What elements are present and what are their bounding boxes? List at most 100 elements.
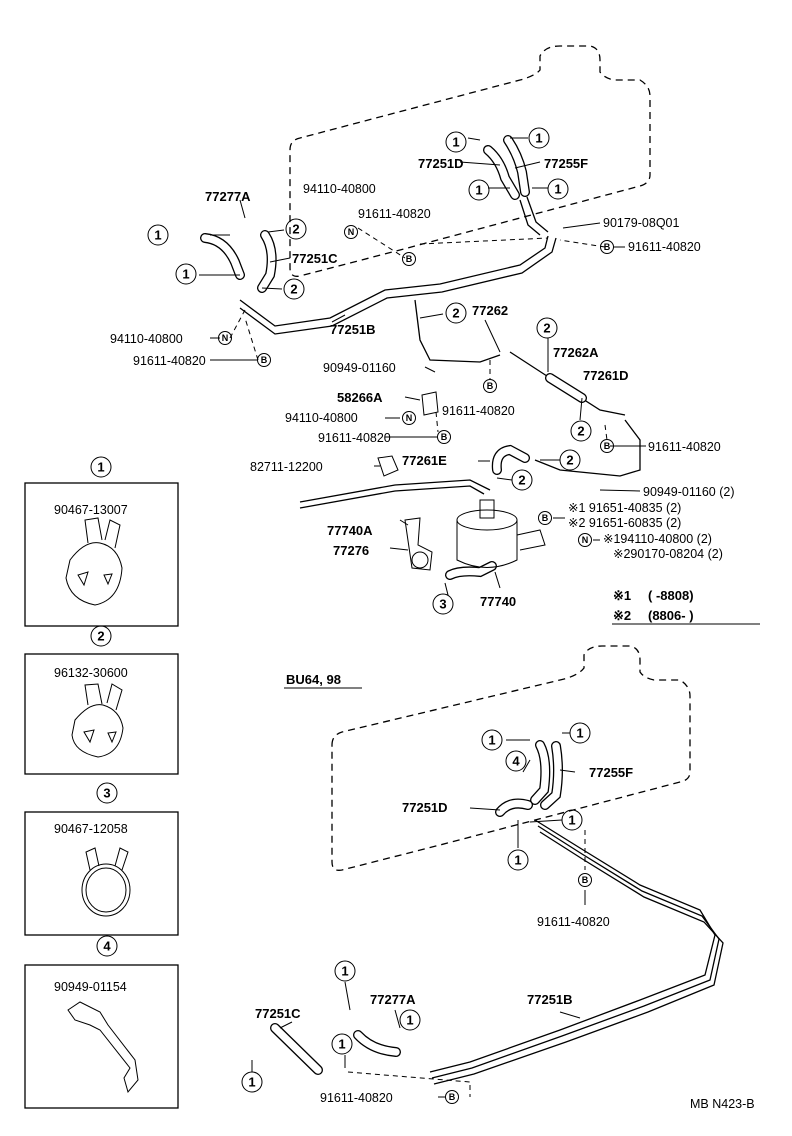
callout-legend-1: 1: [90, 456, 112, 478]
top-hoses: [200, 135, 587, 580]
svg-text:B: B: [604, 242, 611, 252]
label-77255F-bottom: 77255F: [589, 765, 633, 780]
callout-legend-2: 2: [90, 625, 112, 647]
callout-top-1f: 1: [547, 178, 569, 200]
svg-text:B: B: [441, 432, 448, 442]
footnote-1-range: ( -8808): [648, 588, 694, 603]
filter-bracket-77276: [404, 517, 433, 571]
svg-text:1: 1: [341, 964, 348, 979]
svg-text:4: 4: [103, 939, 111, 954]
svg-text:N: N: [348, 227, 355, 237]
callout-bottom-1a: 1: [481, 729, 503, 751]
callouts-letters: N B B N B B N B B B N B B: [218, 225, 614, 1104]
footnote-1-mark: ※1: [613, 588, 631, 603]
label-94110-40800-b: 94110-40800: [110, 332, 183, 346]
bracket-58266A: [421, 391, 439, 416]
callout-legend-4: 4: [96, 935, 118, 957]
diagram-code: MB N423-B: [690, 1097, 755, 1111]
legend-box-3: [24, 811, 179, 936]
svg-text:2: 2: [543, 321, 550, 336]
svg-text:2: 2: [518, 473, 525, 488]
label-77251D-top: 77251D: [418, 156, 464, 171]
legend-box-2: [24, 653, 179, 775]
label-91611-40820-bottom-b: 91611-40820: [320, 1091, 393, 1105]
label-91611-40820-bottom-a: 91611-40820: [537, 915, 610, 929]
label-94110-40800-d: ※194110-40800 (2): [603, 532, 712, 546]
callout-bottom-1d: 1: [507, 849, 529, 871]
callout-top-2b: 2: [283, 278, 305, 300]
label-77251C-top: 77251C: [292, 251, 338, 266]
svg-text:1: 1: [182, 267, 189, 282]
legend-labels: 90467-13007 96132-30600 90467-12058 9094…: [54, 503, 128, 994]
callout-top-2c: 2: [445, 302, 467, 324]
callout-B-f: B: [600, 439, 614, 453]
callout-B-i: B: [445, 1090, 459, 1104]
label-77276: 77276: [333, 543, 369, 558]
footnotes: ※1 ( -8808) ※2 (8806- ): [612, 588, 760, 625]
callout-B-e: B: [437, 430, 451, 444]
svg-text:1: 1: [97, 460, 104, 475]
legend-part-3: 90467-12058: [54, 822, 128, 836]
svg-text:2: 2: [577, 424, 584, 439]
top-leader-lines: [199, 137, 646, 596]
footnote-2-mark: ※2: [613, 608, 631, 623]
pipe-77740A: [299, 479, 491, 509]
label-77251D-bottom: 77251D: [402, 800, 448, 815]
footnote-2-range: (8806- ): [648, 608, 694, 623]
label-77261E: 77261E: [402, 453, 447, 468]
callout-B-c: B: [257, 353, 271, 367]
label-91611-40820-d: 91611-40820: [442, 404, 515, 418]
svg-text:1: 1: [154, 228, 161, 243]
callout-N-d: N: [578, 533, 592, 547]
svg-text:2: 2: [452, 306, 459, 321]
label-91651-60835: ※2 91651-60835 (2): [568, 516, 681, 530]
callout-bottom-1h: 1: [241, 1071, 263, 1093]
svg-text:1: 1: [248, 1075, 255, 1090]
svg-text:N: N: [582, 535, 589, 545]
callout-bottom-1e: 1: [334, 960, 356, 982]
label-90949-01160-b: 90949-01160 (2): [643, 485, 735, 499]
svg-text:3: 3: [103, 786, 110, 801]
label-77251C-bottom: 77251C: [255, 1006, 301, 1021]
label-77251B-top: 77251B: [330, 322, 376, 337]
callout-B-a: B: [402, 252, 416, 266]
label-77255F-top: 77255F: [544, 156, 588, 171]
svg-text:N: N: [406, 413, 413, 423]
legend-part-2: 96132-30600: [54, 666, 128, 680]
callout-B-g: B: [538, 511, 552, 525]
callout-N-b: N: [218, 331, 232, 345]
svg-text:B: B: [261, 355, 268, 365]
label-91611-40820-c: 91611-40820: [133, 354, 206, 368]
callout-top-1a: 1: [147, 224, 169, 246]
callout-top-3: 3: [432, 593, 454, 615]
callout-top-1e: 1: [468, 179, 490, 201]
bottom-leader-lines: [251, 732, 586, 1098]
callout-B-h: B: [578, 873, 592, 887]
clamp-82711-12200: [377, 455, 399, 477]
label-77277A-bottom: 77277A: [370, 992, 416, 1007]
label-77277A-top: 77277A: [205, 189, 251, 204]
svg-text:4: 4: [512, 754, 520, 769]
svg-text:2: 2: [292, 222, 299, 237]
label-91611-40820-f: 91611-40820: [648, 440, 721, 454]
top-fuel-tank-outline: [289, 45, 651, 277]
label-91611-40820-e: 91611-40820: [318, 431, 391, 445]
label-77262A: 77262A: [553, 345, 599, 360]
label-77740A: 77740A: [327, 523, 373, 538]
svg-text:2: 2: [97, 629, 104, 644]
callout-bottom-4: 4: [505, 750, 527, 772]
svg-text:1: 1: [576, 726, 583, 741]
callout-top-1b: 1: [175, 263, 197, 285]
top-part-labels: 77277A 94110-40800 91611-40820 77251D 77…: [110, 156, 735, 609]
svg-text:3: 3: [439, 597, 446, 612]
legend-box-4: [24, 964, 179, 1109]
label-58266A: 58266A: [337, 390, 383, 405]
label-77261D: 77261D: [583, 368, 629, 383]
callouts-circled-numbers: 1 2 3 4 1 1 2 2 1 1 1 1 2 2 2 2 2 3 1 1 …: [90, 127, 592, 1093]
callout-top-2f: 2: [559, 449, 581, 471]
svg-text:1: 1: [488, 733, 495, 748]
label-82711-12200: 82711-12200: [250, 460, 323, 474]
bottom-main-fuel-pipes: [429, 819, 724, 1085]
callout-top-1d: 1: [528, 127, 550, 149]
